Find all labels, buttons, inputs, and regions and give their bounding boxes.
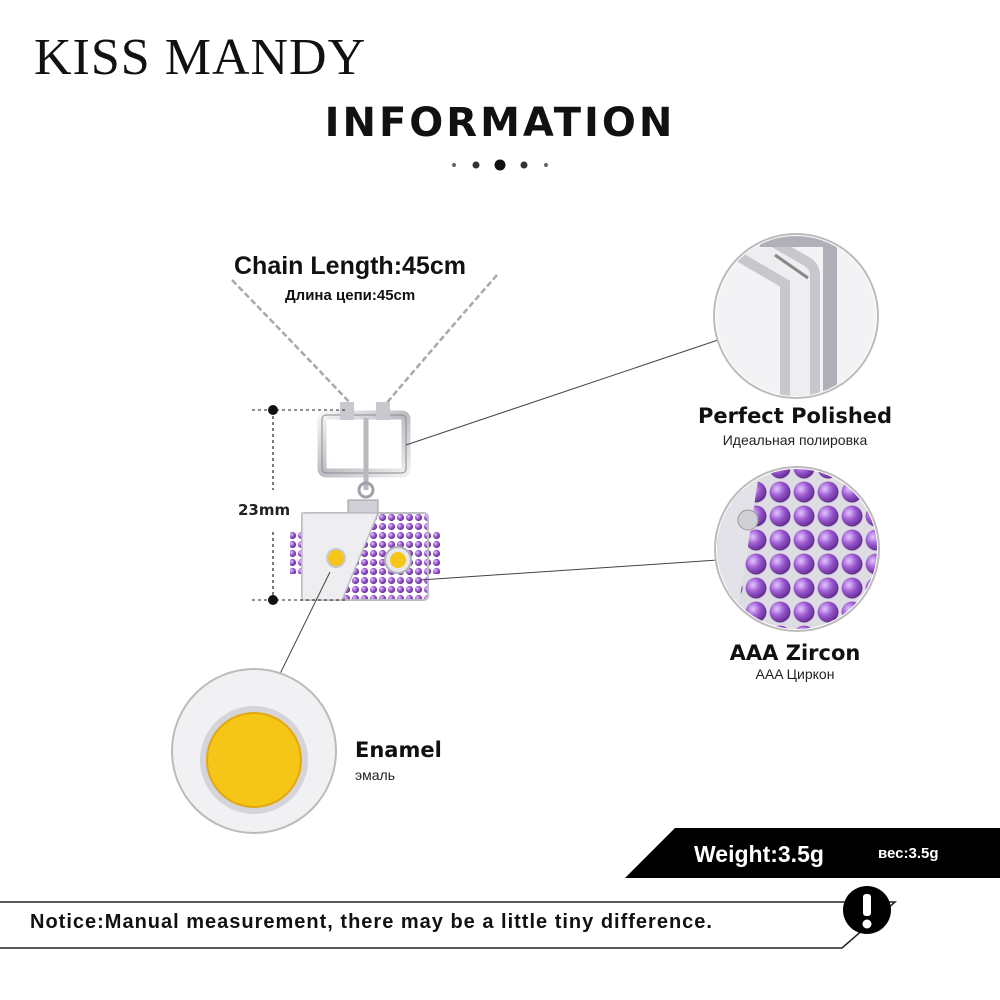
zircon-subtitle: AAA Циркон: [755, 666, 835, 682]
polished-title: Perfect Polished: [697, 404, 893, 428]
zircon-title: AAA Zircon: [729, 641, 861, 665]
enamel-title: Enamel: [355, 738, 442, 762]
exclamation-icon: [843, 886, 891, 934]
dimension-label: 23mm: [238, 501, 291, 519]
weight-label: Weight:3.5g: [694, 841, 824, 867]
zircon-detail-circle: [714, 466, 880, 632]
weight-label-ru: вес:3.5g: [878, 845, 939, 862]
chain-length-title: Chain Length:45cm: [234, 252, 466, 280]
enamel-subtitle: эмаль: [355, 767, 396, 783]
pendant-bail: [317, 402, 411, 499]
heading-dots-divider: [452, 159, 548, 171]
notice-text: Notice:Manual measurement, there may be …: [30, 911, 713, 933]
polished-detail-circle: [713, 233, 879, 399]
callout-lines: [275, 339, 719, 683]
polished-subtitle: Идеальная полировка: [722, 432, 868, 448]
page-heading: INFORMATION: [324, 100, 676, 146]
weight-banner-shape: [625, 828, 1000, 878]
dimension-marker: [252, 405, 345, 605]
enamel-detail-circle: [171, 668, 337, 834]
brand-logo: KISS MANDY: [34, 29, 367, 86]
necklace-chain: [231, 274, 498, 406]
chain-length-subtitle: Длина цепи:45cm: [285, 287, 416, 304]
camera-pendant: [290, 499, 440, 601]
